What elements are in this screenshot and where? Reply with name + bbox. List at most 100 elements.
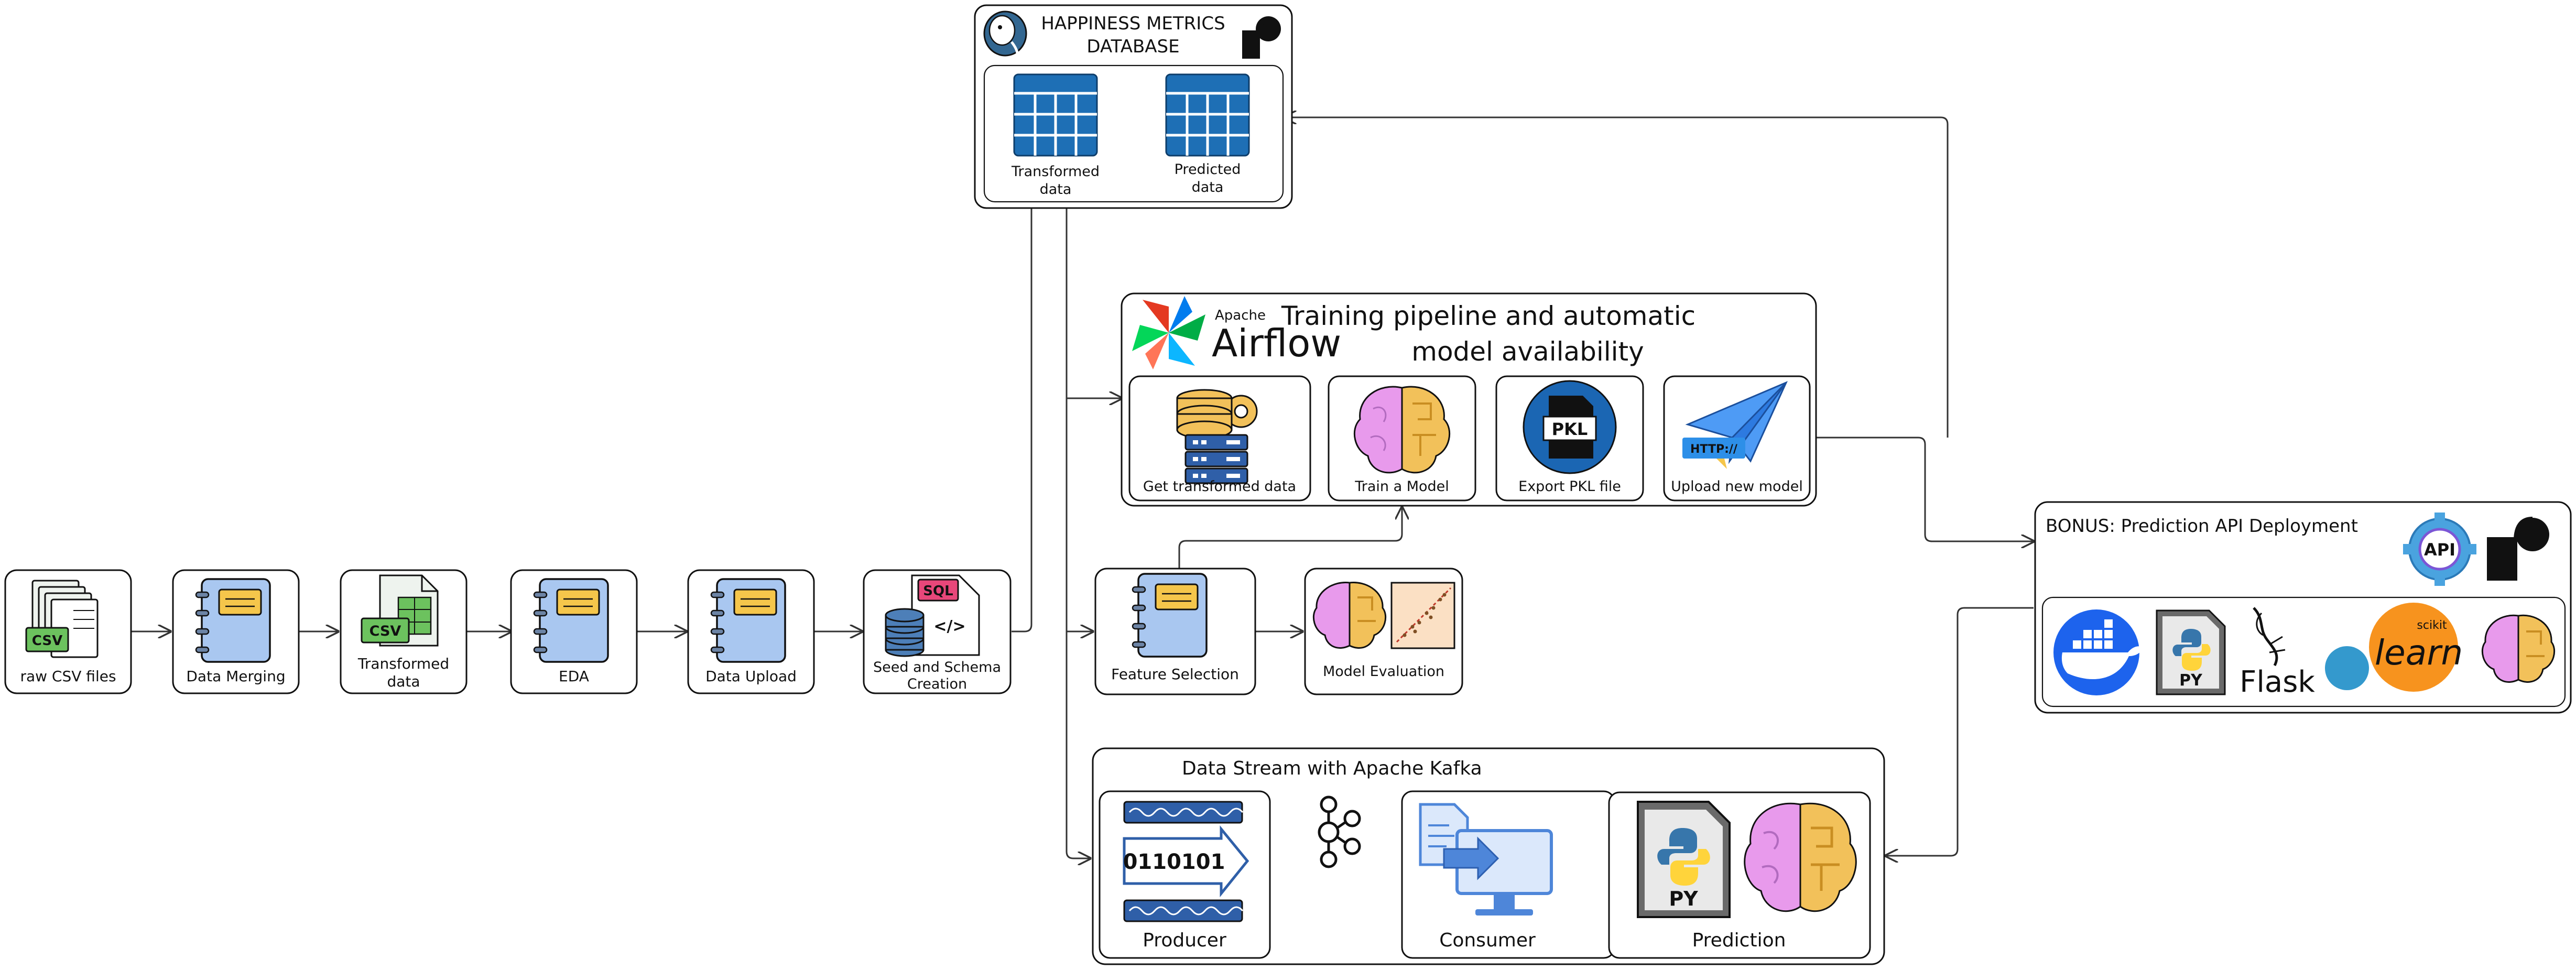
transformed-label-line1: Transformed [357,655,449,672]
csv-spreadsheet-icon: CSV [361,574,439,647]
arrow-features-to-train [1178,507,1402,569]
render-logo-icon [2487,517,2549,581]
sql-database-icon: SQL </> [885,574,980,657]
seed-schema-label-line2: Creation [907,676,967,692]
predicted-data-table-icon [1165,73,1250,157]
binary-text: 0110101 [1123,850,1225,874]
svg-text:</>: </> [933,617,965,636]
prediction-node: PY Prediction [1608,791,1871,959]
airflow-brand-big: Airflow [1212,321,1341,365]
flask-icon: Flask [2240,607,2315,699]
pkl-badge-text: PKL [1552,419,1588,439]
scatter-plot-icon [1390,582,1455,649]
bonus-panel: BONUS: Prediction API Deployment API [2034,501,2572,714]
scikit-learn-icon: scikit learn [2325,603,2463,692]
render-logo-icon [1242,16,1281,59]
data-upload-node: Data Upload [687,569,815,694]
database-panel: HAPPINESS METRICS DATABASE Transformed d… [974,4,1293,209]
airflow-panel: Apache Airflow Training pipeline and aut… [1121,292,1817,507]
consumer-node: Consumer [1401,790,1615,959]
paper-plane-icon: HTTP:// [1682,381,1788,469]
export-pkl-step: PKL Export PKL file [1495,375,1644,502]
step3-label: Export PKL file [1518,478,1621,495]
learn-text: learn [2375,633,2463,673]
http-badge-text: HTTP:// [1690,443,1738,456]
feature-selection-node: Feature Selection [1094,568,1256,695]
raw-csv-node: CSV raw CSV files [4,569,132,694]
arrow-seed-to-database [1012,168,1031,633]
consumer-label: Consumer [1439,930,1536,951]
csv-badge-text: CSV [32,633,62,649]
notebook-icon [1132,573,1208,658]
brain-icon [1353,386,1451,474]
data-merging-node: Data Merging [172,569,300,694]
csv-files-icon: CSV [25,580,99,658]
arrow-database-to-kafka [1066,207,1090,858]
seed-schema-node: SQL </> Seed and Schema Creation [863,569,1012,694]
raw-csv-label: raw CSV files [20,668,116,685]
arrow-bonus-to-prediction [1886,607,2034,856]
eda-node: EDA [510,569,638,694]
airflow-title-line1: Training pipeline and automatic [1281,301,1695,331]
kafka-panel: Data Stream with Apache Kafka 0110101 Pr… [1092,747,1885,965]
flask-text: Flask [2240,665,2315,699]
transformed-label-line2: data [387,673,420,690]
bonus-title: BONUS: Prediction API Deployment [2046,516,2358,537]
notebook-icon [195,578,271,663]
db-predicted-label-line1: Predicted [1175,161,1241,178]
producer-label: Producer [1143,930,1226,951]
airflow-brand-small: Apache [1215,308,1266,323]
transformed-csv-badge-text: CSV [369,623,401,639]
scikit-text: scikit [2417,619,2447,632]
step1-label: Get transformed data [1143,478,1296,495]
docker-icon [2053,609,2144,695]
airflow-pinwheel-icon [1132,296,1205,369]
bonus-py-badge-text: PY [2179,671,2203,690]
binary-stream-icon: 0110101 [1123,801,1249,922]
arrow-airflow-to-bonus [1814,437,2034,541]
brain-icon [1744,802,1857,912]
database-server-gear-icon [1176,389,1258,484]
train-model-step: Train a Model [1328,375,1476,502]
database-title-line2: DATABASE [1086,36,1179,57]
notebook-icon [710,578,786,663]
database-inner-box [983,64,1284,203]
data-merging-label: Data Merging [186,668,285,685]
brain-icon [2481,614,2556,683]
api-badge-text: API [2424,540,2455,560]
python-file-icon: PY [1637,801,1731,918]
data-upload-label: Data Upload [705,668,797,685]
computer-import-icon [1419,803,1553,915]
seed-schema-label-line1: Seed and Schema [873,659,1001,675]
transformed-data-node: CSV Transformed data [340,569,468,694]
step2-label: Train a Model [1354,478,1449,495]
feature-selection-label: Feature Selection [1111,666,1239,683]
transformed-data-table-icon [1013,73,1098,157]
python-file-icon: PY [2156,609,2226,695]
database-title-line1: HAPPINESS METRICS [1041,13,1225,34]
bonus-inner-box [2041,596,2566,707]
upload-new-model-step: HTTP:// Upload new model [1663,375,1811,502]
arrow-prediction-to-database [1284,117,1949,438]
prediction-label: Prediction [1692,930,1786,951]
postgres-elephant-icon [983,10,1027,64]
kafka-logo-icon [1318,795,1361,868]
api-gear-icon: API [2403,513,2476,586]
sql-badge-text: SQL [923,583,953,599]
db-transformed-label-line2: data [1040,181,1072,198]
step4-label: Upload new model [1671,478,1803,495]
brain-icon [1312,581,1387,649]
eda-label: EDA [559,668,589,685]
producer-node: 0110101 Producer [1099,790,1271,959]
notebook-icon [533,578,609,663]
kafka-title: Data Stream with Apache Kafka [1182,758,1482,779]
py-badge-text: PY [1669,887,1698,910]
model-evaluation-label: Model Evaluation [1323,663,1444,680]
model-evaluation-node: Model Evaluation [1304,568,1463,695]
pkl-file-icon: PKL [1523,380,1617,474]
get-transformed-data-step: Get transformed data [1128,375,1311,502]
database-outer-box [974,4,1293,209]
airflow-title-line2: model availability [1411,336,1644,367]
db-predicted-label-line2: data [1192,179,1224,195]
